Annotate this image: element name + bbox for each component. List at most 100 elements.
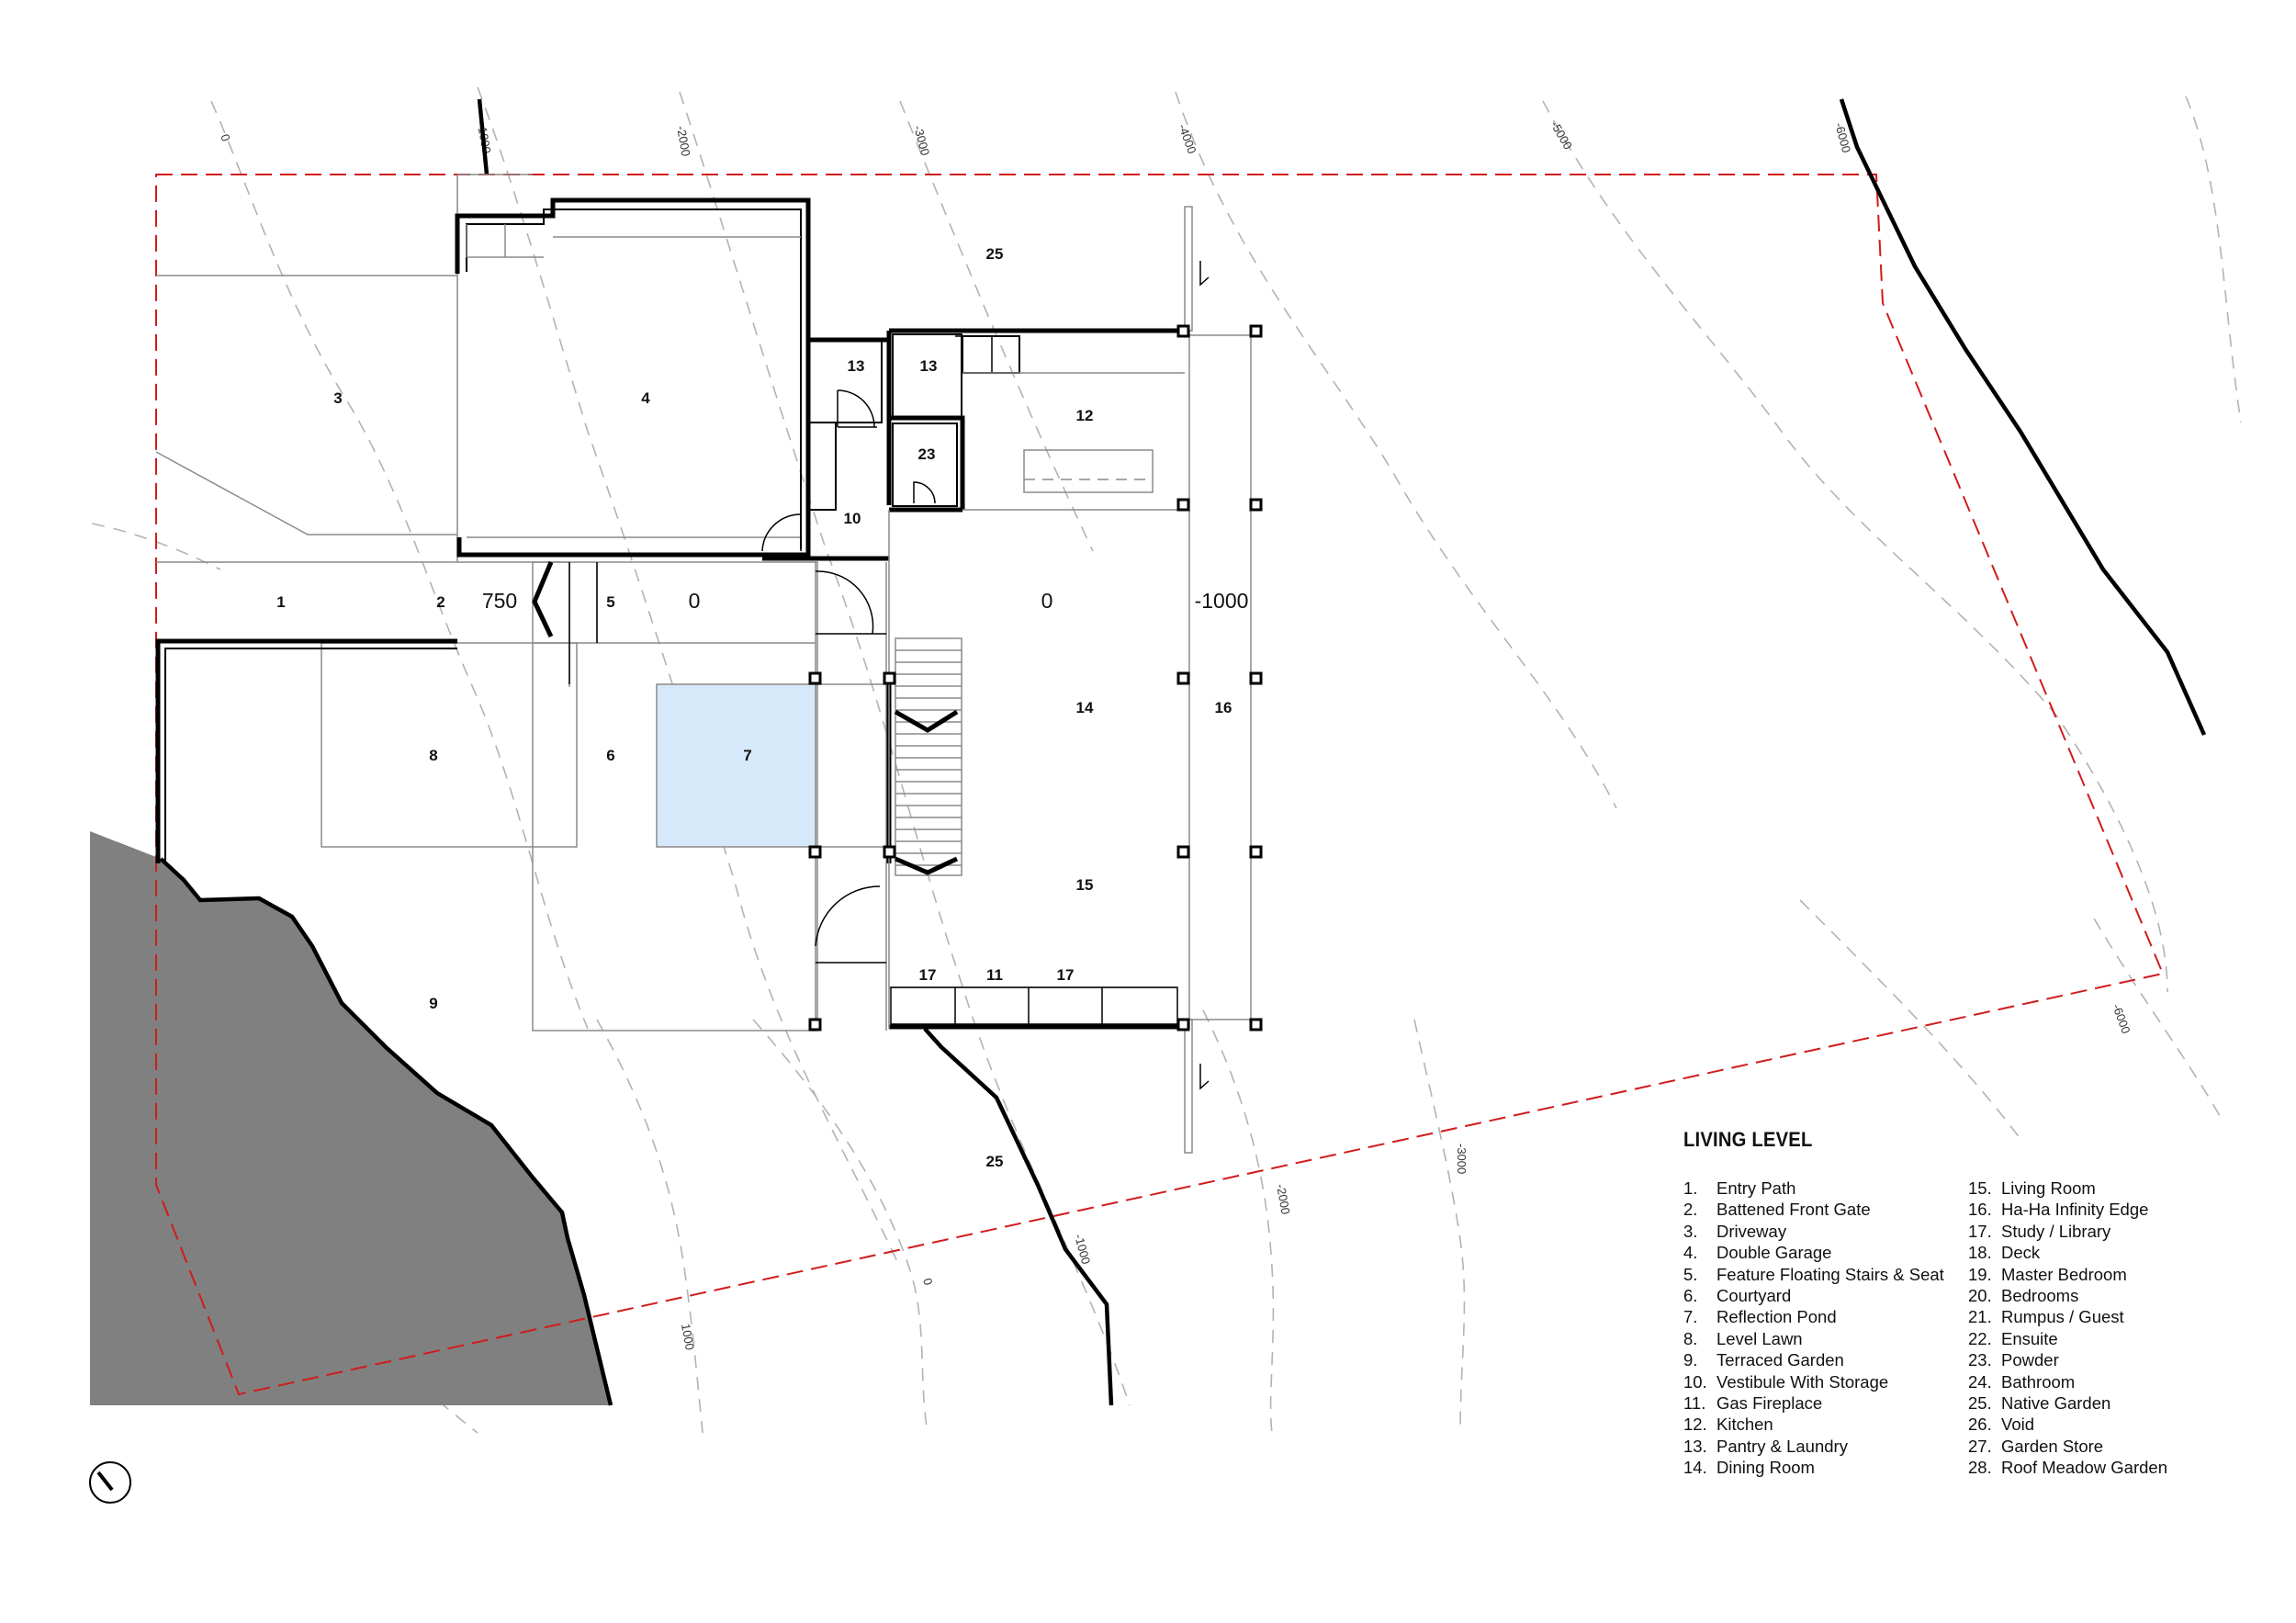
legend-item: 13. Pantry & Laundry	[1683, 1436, 1968, 1457]
legend-item-number: 17.	[1968, 1221, 1992, 1241]
legend-item-number: 15.	[1968, 1178, 1992, 1198]
entry-walls	[155, 561, 886, 964]
legend-item-label: Native Garden	[2001, 1393, 2111, 1414]
room-label-16: 16	[1215, 699, 1232, 716]
room-label-11: 11	[986, 966, 1003, 984]
room-label-8: 8	[429, 747, 437, 764]
legend-item-label: Study / Library	[2001, 1221, 2111, 1241]
legend-item-label: Reflection Pond	[1716, 1307, 1837, 1327]
legend-item-label: Gas Fireplace	[1716, 1393, 1823, 1414]
legend-item: 22. Ensuite	[1968, 1328, 2253, 1349]
room-label-10: 10	[844, 510, 861, 527]
level-labels: 750 0 0 -1000	[482, 589, 1249, 613]
legend-item-number: 3.	[1683, 1221, 1698, 1241]
legend-item-number: 2.	[1683, 1200, 1698, 1220]
legend-item-number: 14.	[1683, 1458, 1707, 1478]
legend-item: 5.Feature Floating Stairs & Seat	[1683, 1264, 1968, 1285]
room-label-17a: 17	[919, 966, 937, 984]
room-label-23: 23	[918, 445, 936, 463]
legend-item: 25. Native Garden	[1968, 1392, 2253, 1414]
legend-item-label: Garden Store	[2001, 1436, 2104, 1456]
legend-item-label: Living Room	[2001, 1178, 2096, 1198]
legend-item-number: 26.	[1968, 1414, 1992, 1435]
legend-item: 4.Double Garage	[1683, 1242, 1968, 1263]
legend-item-number: 7.	[1683, 1307, 1698, 1327]
legend-item: 17. Study / Library	[1968, 1221, 2253, 1242]
legend-item-number: 28.	[1968, 1458, 1992, 1478]
legend-item: 1.Entry Path	[1683, 1178, 1968, 1199]
reflection-pond	[656, 683, 816, 848]
legend-item-number: 6.	[1683, 1286, 1698, 1306]
legend-item-label: Bedrooms	[2001, 1286, 2079, 1306]
legend-item-number: 12.	[1683, 1414, 1707, 1435]
legend-item-label: Bathroom	[2001, 1371, 2076, 1392]
room-labels: 1 2 3 4 5 6 7 8 9 10 11 12 13 13 14 15 1…	[276, 245, 1232, 1170]
embankment-line-top	[477, 98, 490, 175]
level-label-minus-1000: -1000	[1195, 589, 1249, 613]
legend-item: 21. Rumpus / Guest	[1968, 1306, 2253, 1327]
stair-treads	[895, 649, 962, 866]
legend-item-number: 27.	[1968, 1436, 1992, 1456]
embankment-line-bottom	[923, 1027, 1114, 1406]
legend-item-number: 21.	[1968, 1307, 1992, 1327]
legend-item-label: Entry Path	[1716, 1178, 1796, 1198]
pavilion-walls	[762, 331, 1190, 1030]
legend-item: 27. Garden Store	[1968, 1436, 2253, 1457]
room-label-14: 14	[1076, 699, 1094, 716]
contour-label: -2000	[674, 125, 693, 157]
contour-lines	[91, 86, 2242, 1434]
neighbour-building	[90, 831, 611, 1405]
legend-item-label: Rumpus / Guest	[2001, 1307, 2124, 1327]
room-label-13a: 13	[848, 357, 865, 375]
legend-item-number: 13.	[1683, 1436, 1707, 1456]
legend-item: 9.Terraced Garden	[1683, 1349, 1968, 1370]
service-walls	[761, 328, 1185, 552]
legend-item-number: 5.	[1683, 1264, 1698, 1284]
legend-item: 7. Reflection Pond	[1683, 1306, 1968, 1327]
legend-item-label: Powder	[2001, 1350, 2059, 1370]
legend-item-number: 23.	[1968, 1350, 1992, 1370]
legend-item: 16.Ha-Ha Infinity Edge	[1968, 1199, 2253, 1220]
legend-item-number: 25.	[1968, 1393, 1992, 1414]
legend-item-label: Ha-Ha Infinity Edge	[2001, 1200, 2149, 1220]
level-label-0b: 0	[1041, 589, 1053, 613]
legend-item-label: Master Bedroom	[2001, 1264, 2127, 1284]
legend-item: 11.Gas Fireplace	[1683, 1392, 1968, 1414]
legend-item-label: Battened Front Gate	[1716, 1200, 1871, 1220]
room-label-12: 12	[1076, 407, 1094, 424]
contour-label: -2000	[1274, 1183, 1293, 1215]
embankment-line-right	[1839, 98, 2207, 736]
legend-item-number: 22.	[1968, 1328, 1992, 1348]
legend-item-label: Kitchen	[1716, 1414, 1773, 1435]
legend-item-number: 8.	[1683, 1328, 1698, 1348]
room-label-7: 7	[743, 747, 751, 764]
contour-label: -4000	[1176, 122, 1199, 155]
site-boundary	[155, 174, 2165, 1396]
legend-item: 3.Driveway	[1683, 1221, 1968, 1242]
legend-item-label: Pantry & Laundry	[1716, 1436, 1848, 1456]
north-arrow-icon	[89, 1461, 131, 1504]
contour-label: -3000	[1455, 1144, 1469, 1174]
legend-item: 12. Kitchen	[1683, 1414, 1968, 1435]
legend-item: 28. Roof Meadow Garden	[1968, 1457, 2253, 1478]
garage-walls	[455, 197, 811, 558]
room-label-25a: 25	[986, 245, 1004, 263]
legend-item: 23. Powder	[1968, 1349, 2253, 1370]
contour-label: -3000	[911, 124, 932, 157]
legend-item-label: Roof Meadow Garden	[2001, 1458, 2167, 1478]
room-label-4: 4	[641, 389, 650, 407]
legend-item-label: Ensuite	[2001, 1328, 2058, 1348]
legend-item-number: 19.	[1968, 1264, 1992, 1284]
room-label-9: 9	[429, 995, 437, 1012]
contour-label: -6000	[2110, 1002, 2133, 1035]
columns	[808, 324, 1263, 1031]
level-label-0a: 0	[689, 589, 701, 613]
room-label-17b: 17	[1057, 966, 1075, 984]
contour-label: 0	[218, 132, 233, 143]
site-thin-lines	[155, 174, 1256, 1031]
room-label-5: 5	[606, 593, 614, 611]
